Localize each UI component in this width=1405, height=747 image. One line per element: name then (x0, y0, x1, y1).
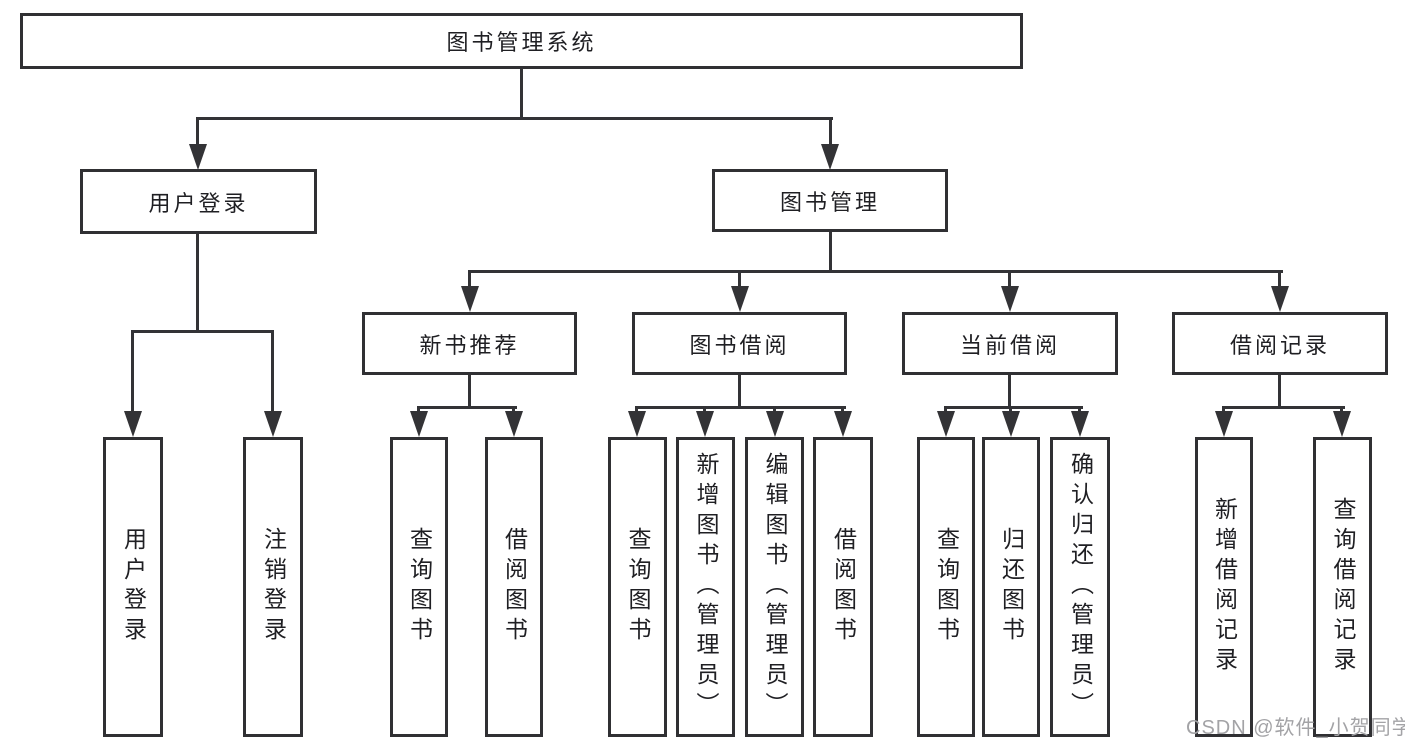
leaf-query-borrow-record-label: 查询借阅记录 (1330, 497, 1356, 677)
connector-line (829, 119, 832, 147)
arrow-down-icon (461, 286, 479, 312)
arrow-down-icon (628, 411, 646, 437)
node-borrow-records-label: 借阅记录 (1229, 332, 1330, 358)
node-current-borrow-label: 当前借阅 (959, 332, 1060, 358)
leaf-logout-login-label: 注销登录 (260, 527, 287, 647)
arrow-down-icon (124, 411, 142, 437)
arrow-down-icon (1071, 411, 1089, 437)
connector-line (196, 117, 833, 120)
leaf-confirm-return-admin-label: 确认归还（管理员） (1067, 452, 1094, 722)
arrow-down-icon (1001, 286, 1019, 312)
arrow-down-icon (189, 144, 207, 170)
leaf-query-books-borrow: 查询图书 (608, 437, 667, 737)
arrow-down-icon (821, 144, 839, 170)
leaf-confirm-return-admin: 确认归还（管理员） (1050, 437, 1110, 737)
connector-line (131, 332, 134, 412)
arrow-down-icon (937, 411, 955, 437)
node-book-management-label: 图书管理 (779, 189, 880, 215)
leaf-return-book: 归还图书 (982, 437, 1040, 737)
leaf-edit-book-admin-label: 编辑图书（管理员） (762, 452, 788, 722)
node-book-borrow: 图书借阅 (632, 312, 847, 375)
leaf-borrow-books-recommend-label: 借阅图书 (501, 527, 528, 647)
node-current-borrow: 当前借阅 (902, 312, 1118, 375)
leaf-borrow-books-label: 借阅图书 (830, 527, 857, 647)
connector-line (944, 406, 1083, 409)
watermark: CSDN @软件_小贺同学 (1186, 717, 1405, 739)
arrow-down-icon (410, 411, 428, 437)
connector-line (738, 272, 741, 288)
leaf-add-borrow-record-label: 新增借阅记录 (1211, 497, 1238, 677)
leaf-query-books-recommend-label: 查询图书 (406, 527, 433, 647)
arrow-down-icon (1271, 286, 1289, 312)
arrow-down-icon (1333, 411, 1351, 437)
connector-line (196, 119, 199, 147)
node-user-login: 用户登录 (80, 169, 317, 234)
leaf-query-books-borrow-label: 查询图书 (625, 527, 651, 647)
leaf-add-borrow-record: 新增借阅记录 (1195, 437, 1253, 737)
arrow-down-icon (834, 411, 852, 437)
leaf-user-login: 用户登录 (103, 437, 163, 737)
arrow-down-icon (696, 411, 714, 437)
connector-line (1278, 375, 1281, 408)
leaf-return-book-label: 归还图书 (998, 527, 1025, 647)
connector-line (468, 375, 471, 408)
node-user-login-label: 用户登录 (148, 190, 249, 216)
connector-line (1222, 406, 1345, 409)
leaf-logout-login: 注销登录 (243, 437, 303, 737)
connector-line (468, 272, 471, 288)
arrow-down-icon (1215, 411, 1233, 437)
connector-line (635, 406, 846, 409)
connector-line (131, 330, 274, 333)
leaf-add-book-admin-label: 新增图书（管理员） (693, 452, 719, 722)
connector-line (417, 406, 517, 409)
arrow-down-icon (264, 411, 282, 437)
leaf-query-books-recommend: 查询图书 (390, 437, 448, 737)
connector-line (738, 375, 741, 408)
leaf-query-borrow-record: 查询借阅记录 (1313, 437, 1372, 737)
node-new-book-recommend-label: 新书推荐 (419, 332, 520, 358)
leaf-add-book-admin: 新增图书（管理员） (676, 437, 735, 737)
leaf-query-books-current: 查询图书 (917, 437, 975, 737)
leaf-borrow-books-recommend: 借阅图书 (485, 437, 543, 737)
leaf-edit-book-admin: 编辑图书（管理员） (745, 437, 804, 737)
node-book-management: 图书管理 (712, 169, 948, 232)
leaf-user-login-label: 用户登录 (120, 527, 147, 647)
connector-line (520, 68, 523, 120)
leaf-query-books-current-label: 查询图书 (933, 527, 960, 647)
node-new-book-recommend: 新书推荐 (362, 312, 577, 375)
node-book-borrow-label: 图书借阅 (689, 332, 790, 358)
connector-line (196, 234, 199, 332)
node-borrow-records: 借阅记录 (1172, 312, 1388, 375)
connector-line (1008, 272, 1011, 288)
node-root-label: 图书管理系统 (446, 30, 597, 55)
connector-line (829, 232, 832, 272)
leaf-borrow-books: 借阅图书 (813, 437, 873, 737)
connector-line (468, 270, 1283, 273)
connector-line (1008, 375, 1011, 408)
arrow-down-icon (1002, 411, 1020, 437)
arrow-down-icon (505, 411, 523, 437)
node-root: 图书管理系统 (20, 13, 1023, 69)
connector-line (271, 332, 274, 412)
arrow-down-icon (731, 286, 749, 312)
connector-line (1278, 272, 1281, 288)
arrow-down-icon (766, 411, 784, 437)
